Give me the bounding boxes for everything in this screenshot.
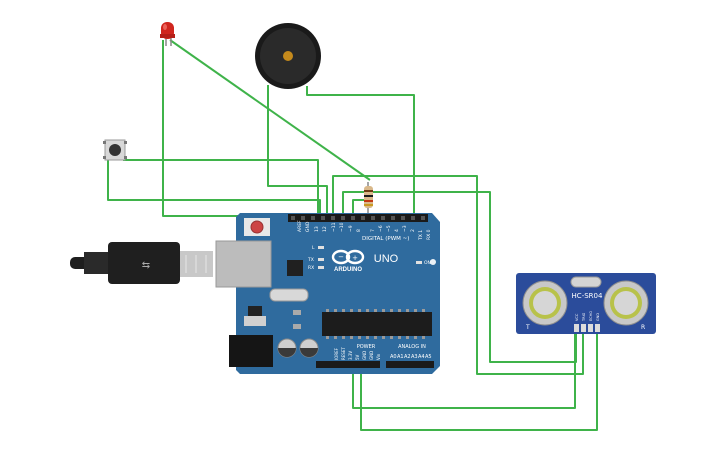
red-led[interactable] (160, 22, 175, 46)
transmitter-transducer (522, 280, 568, 326)
resistor[interactable] (364, 182, 373, 213)
usb-icon: ⇆ (142, 260, 150, 271)
ultrasonic-sensor[interactable]: HC-SR04 T R VCC TRIG ECHO GND (516, 273, 656, 334)
pin-label: Vin (376, 353, 381, 360)
led-tx-label: TX (307, 257, 314, 263)
usb-chip (287, 260, 303, 276)
pin-label: A0 (390, 354, 397, 360)
digital-header-pins (291, 216, 425, 220)
svg-text:+: + (352, 254, 358, 262)
sensor-pin-label: GND (596, 313, 600, 321)
wire-buzzer-2 (306, 86, 415, 216)
wire-button-pin12 (123, 159, 319, 216)
pin-label: ~5 (386, 225, 392, 232)
sensor-pins (574, 324, 600, 332)
pin-label: A4 (418, 354, 425, 360)
pin-label: A1 (397, 354, 404, 360)
arduino-logo-icon: − + (331, 249, 365, 265)
sensor-pin-label: VCC (575, 313, 579, 321)
sensor-crystal (570, 276, 602, 288)
wires (107, 39, 598, 431)
pin-label: ~11 (331, 222, 337, 232)
pin-label: ~3 (402, 225, 408, 232)
power-label: POWER (357, 344, 376, 350)
led-on-label: ON (424, 260, 431, 266)
wire-resistor-pin (352, 199, 364, 216)
analog-header (386, 361, 434, 368)
pin-label: RX 0 (426, 229, 432, 240)
sensor-label: HC-SR04 (572, 292, 603, 300)
pin-label: 13 (314, 226, 320, 232)
pin-label: GND (362, 351, 367, 360)
pin-label: 12 (322, 226, 328, 232)
wire-button-gnd (107, 160, 321, 216)
piezo-buzzer[interactable] (255, 23, 321, 89)
arduino-uno-board[interactable]: AREF GND 13 12 ~11 ~10 ~9 8 7 ~6 ~5 4 ~3… (215, 213, 440, 374)
pin-label: 3.3V (348, 351, 353, 360)
pin-label: 7 (370, 229, 376, 232)
pin-label-gnd: GND (305, 221, 311, 232)
board-name: UNO (374, 253, 399, 265)
led-l-label: L (312, 245, 315, 251)
svg-text:−: − (338, 253, 344, 261)
power-jack (229, 335, 273, 367)
pin-label: ~6 (378, 225, 384, 232)
push-button[interactable] (103, 139, 127, 161)
wire-sensor-vcc (352, 334, 576, 409)
atmega-chip (322, 312, 432, 336)
pin-label: A5 (425, 354, 432, 360)
digital-label: DIGITAL (PWM ~) (362, 236, 409, 242)
pin-label: 2 (410, 229, 416, 232)
wire-sensor-gnd (360, 334, 598, 431)
wire-buzzer-1 (267, 85, 328, 216)
pin-label: ~10 (339, 222, 345, 232)
sensor-pin-label: ECHO (589, 311, 593, 321)
pin-label: A2 (404, 354, 411, 360)
pin-label: RESET (341, 347, 346, 360)
pin-label-aref: AREF (297, 220, 303, 232)
usb-cable: ⇆ (70, 242, 213, 284)
pin-label: 5V (355, 354, 360, 360)
pin-label: ~9 (348, 225, 354, 232)
pin-label: A3 (411, 354, 418, 360)
pin-label: GND (369, 351, 374, 360)
receiver-mark: R (641, 324, 645, 331)
pin-label: 4 (394, 229, 400, 232)
pin-label: TX 1 (418, 230, 424, 241)
pin-label: IOREF (334, 347, 339, 360)
receiver-transducer (603, 280, 649, 326)
brand-label: ARDUINO (334, 267, 362, 273)
analog-label: ANALOG IN (398, 344, 426, 350)
sensor-pin-label: TRIG (582, 312, 586, 322)
power-header (316, 361, 380, 368)
wire-led-resistor (169, 39, 371, 181)
pin-label: 8 (356, 229, 362, 232)
digital-header (288, 214, 428, 222)
transmitter-mark: T (525, 324, 530, 331)
crystal (269, 288, 309, 302)
led-rx-label: RX (308, 265, 314, 271)
wire-sensor-trig (332, 175, 584, 375)
usb-jack (215, 240, 272, 288)
